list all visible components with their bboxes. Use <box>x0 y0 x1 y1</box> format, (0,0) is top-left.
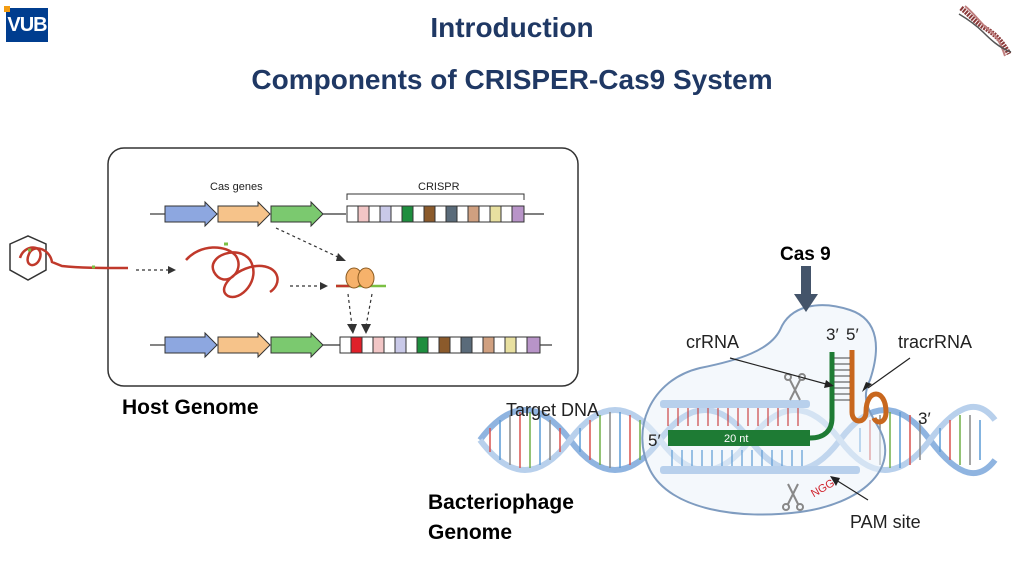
page-subtitle: Components of CRISPER-Cas9 System <box>251 64 773 95</box>
five-prime-left: 5′ <box>648 431 661 450</box>
cas9-protein <box>641 304 887 516</box>
cas9-targeting-diagram: 20 nt NGG Cas 9 crRNA 3′ 5′ tracrRNA 3′ … <box>477 244 998 532</box>
guide-spacer <box>668 430 810 446</box>
injected-dna <box>185 246 279 299</box>
logo-accent <box>4 6 10 12</box>
spacer-label: 20 nt <box>724 433 748 445</box>
crispr-acquisition-diagram: Cas genes CRISPR <box>9 147 579 387</box>
crispr-array-top <box>346 205 525 223</box>
cas-genes-label: Cas genes <box>210 181 263 193</box>
bacteriophage-genome-label: Bacteriophage Genome <box>428 488 574 548</box>
cas-gene-orange <box>217 200 271 228</box>
page-title: Introduction <box>430 12 594 43</box>
cas9-label: Cas 9 <box>780 244 831 265</box>
crispr-label: CRISPR <box>418 181 460 193</box>
phage-dna <box>18 246 129 270</box>
cas-gene-blue <box>164 200 218 228</box>
three-prime-top: 3′ <box>826 325 839 344</box>
cas-gene-green <box>270 200 324 228</box>
bacteriophage-label-line1: Bacteriophage <box>428 491 574 514</box>
crrna-label: crRNA <box>686 332 739 352</box>
protein-structure-icon <box>958 5 1012 57</box>
scissors-icon-bottom <box>782 483 804 511</box>
logo-text: VUB <box>7 13 47 36</box>
three-prime-right: 3′ <box>918 409 931 428</box>
crispr-array-bottom <box>339 336 541 354</box>
five-prime-top: 5′ <box>846 325 859 344</box>
tracrrna-label: tracrRNA <box>898 332 972 352</box>
tracrrna-loops <box>849 391 889 425</box>
vub-logo: VUB <box>6 8 48 42</box>
pam-site-label: PAM site <box>850 512 921 532</box>
bacteriophage-label-line2: Genome <box>428 521 513 544</box>
cas9-arrow <box>794 294 818 312</box>
host-genome-label: Host Genome <box>122 396 259 419</box>
target-dna-label: Target DNA <box>506 400 599 420</box>
cas-protein-b <box>357 267 375 289</box>
